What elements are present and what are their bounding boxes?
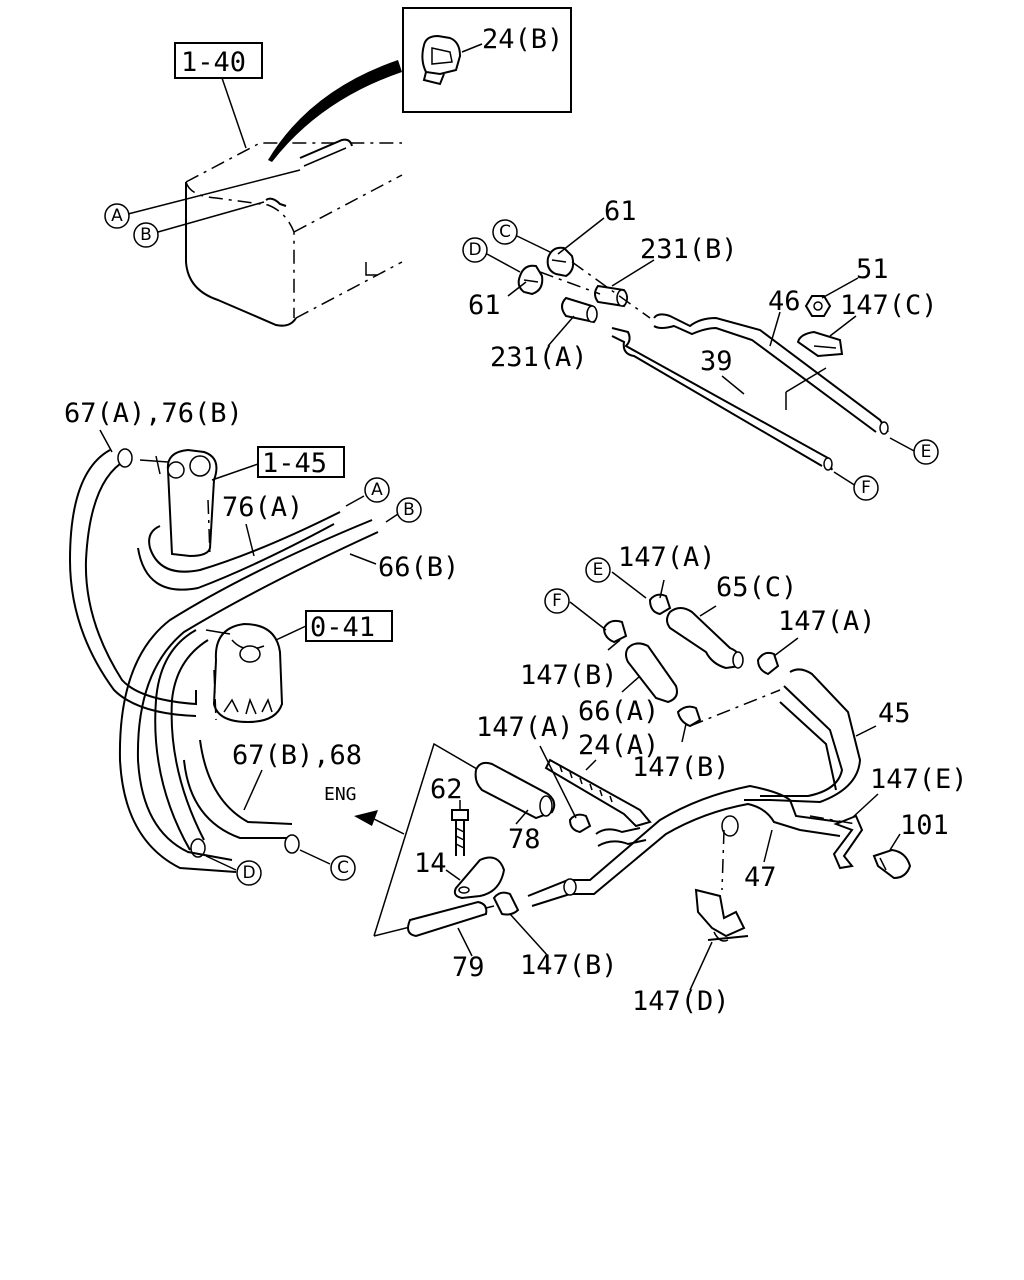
label-147a-top: 147(A) <box>618 542 716 573</box>
callout-b-left: B <box>396 497 422 523</box>
callout-f-upper: F <box>853 475 879 501</box>
label-65c: 65(C) <box>716 572 797 603</box>
callout-b-tank: B <box>133 222 159 248</box>
callout-c-left: C <box>330 855 356 881</box>
ref-box-0-41[interactable]: 0-41 <box>305 610 393 643</box>
label-78: 78 <box>508 824 541 855</box>
svg-text:C: C <box>499 222 511 242</box>
svg-text:B: B <box>403 500 415 520</box>
label-79: 79 <box>452 952 485 983</box>
svg-text:E: E <box>921 442 932 462</box>
callout-f-lower: F <box>544 588 570 614</box>
svg-text:E: E <box>593 560 604 580</box>
left-hose-assembly <box>68 448 379 873</box>
label-46: 46 <box>768 286 801 317</box>
ref-1-45-text: 1-45 <box>262 448 327 479</box>
ref-box-1-45[interactable]: 1-45 <box>257 446 345 479</box>
label-39: 39 <box>700 346 733 377</box>
label-147b-mid: 147(B) <box>520 660 618 691</box>
callout-c-upper: C <box>492 219 518 245</box>
label-61-upper: 61 <box>604 196 637 227</box>
label-67b-68: 67(B),68 <box>232 740 362 771</box>
label-47: 47 <box>744 862 777 893</box>
label-147b-bottom: 147(B) <box>520 950 618 981</box>
label-231a: 231(A) <box>490 342 588 373</box>
callout-a-left: A <box>364 477 390 503</box>
label-24b: 24(B) <box>482 24 563 55</box>
label-147b-right: 147(B) <box>632 752 730 783</box>
callout-d-left: D <box>236 860 262 886</box>
callout-e-lower: E <box>585 557 611 583</box>
svg-text:A: A <box>111 206 123 226</box>
svg-text:C: C <box>337 858 349 878</box>
lower-right-assembly <box>373 571 912 991</box>
callout-e-upper: E <box>913 439 939 465</box>
svg-text:B: B <box>140 225 152 245</box>
label-67a-76b: 67(A),76(B) <box>64 398 243 429</box>
label-51: 51 <box>856 254 889 285</box>
label-24a: 24(A) <box>578 730 659 761</box>
label-231b: 231(B) <box>640 234 738 265</box>
label-61-lower: 61 <box>468 290 501 321</box>
eng-direction-arrow: ENG <box>324 784 405 835</box>
label-62: 62 <box>430 774 463 805</box>
label-147c: 147(C) <box>840 290 938 321</box>
label-147a-right: 147(A) <box>778 606 876 637</box>
svg-text:F: F <box>552 591 562 611</box>
eng-label: ENG <box>324 784 357 805</box>
ref-box-1-40[interactable]: 1-40 <box>174 42 263 79</box>
callout-d-upper: D <box>462 237 488 263</box>
label-101: 101 <box>900 810 949 841</box>
label-76a: 76(A) <box>222 492 303 523</box>
label-14: 14 <box>414 848 447 879</box>
label-45: 45 <box>878 698 911 729</box>
svg-text:F: F <box>861 478 871 498</box>
label-147a-low: 147(A) <box>476 712 574 743</box>
label-147d: 147(D) <box>632 986 730 1017</box>
svg-text:D: D <box>242 863 255 883</box>
ref-1-40-text: 1-40 <box>181 47 246 78</box>
ref-0-41-text: 0-41 <box>310 612 375 643</box>
svg-text:D: D <box>468 240 481 260</box>
label-147e: 147(E) <box>870 764 968 795</box>
callout-a-tank: A <box>104 203 130 229</box>
svg-text:A: A <box>371 480 383 500</box>
label-66a: 66(A) <box>578 696 659 727</box>
upper-right-assembly <box>507 217 917 487</box>
inset-box-24b: 24(B) <box>402 7 572 113</box>
fuel-tank-drawing <box>185 60 403 327</box>
label-66b: 66(B) <box>378 552 459 583</box>
